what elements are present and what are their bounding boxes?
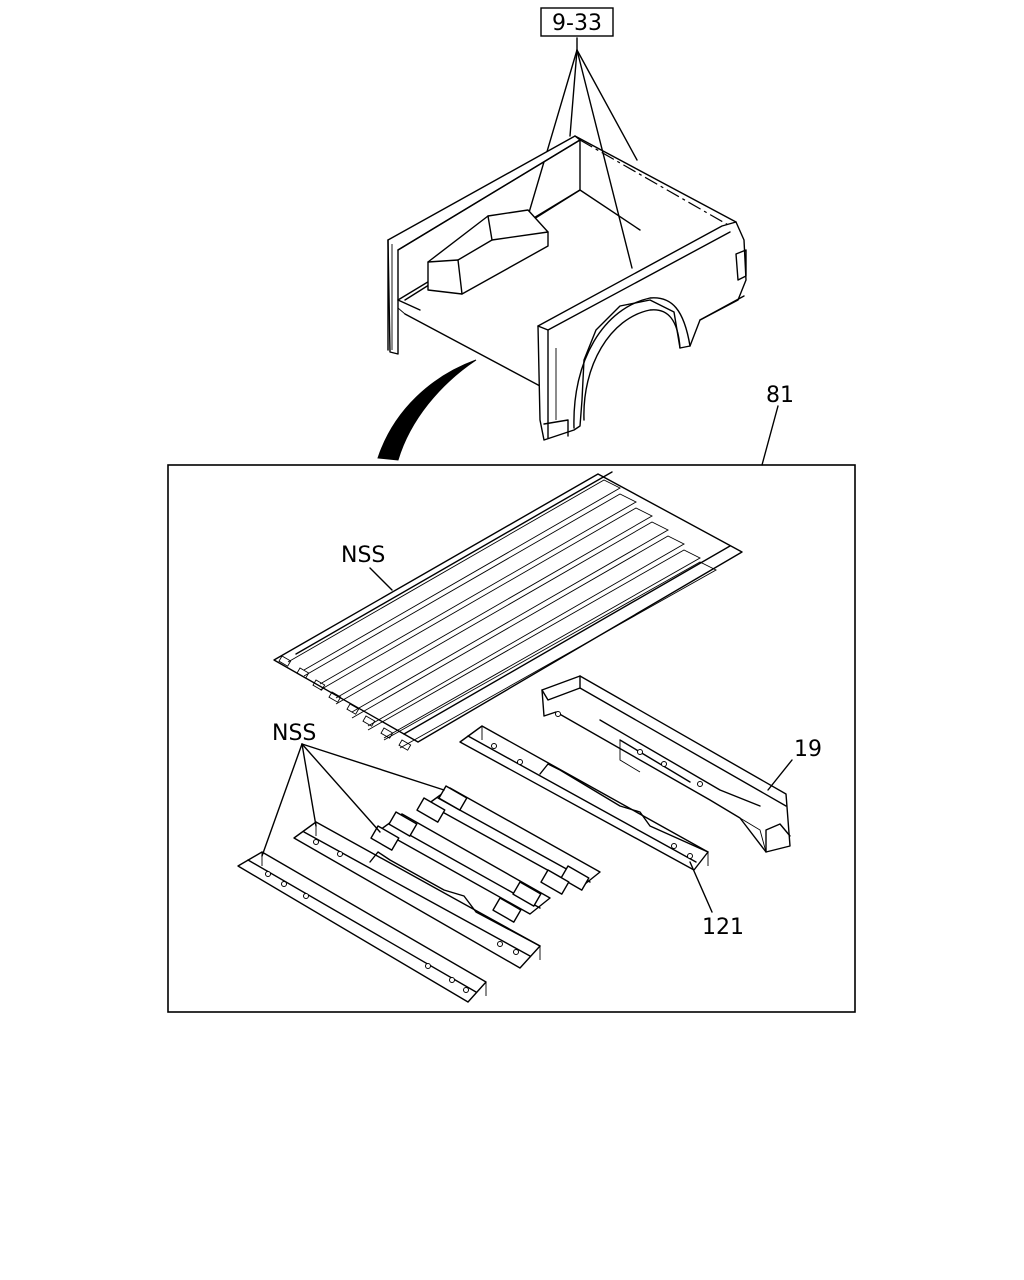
rear-crossmember-leader: [767, 759, 793, 791]
reference-leaders: [527, 37, 638, 269]
bed-floor-panel: [273, 471, 743, 751]
crossmembers-label[interactable]: NSS: [272, 721, 316, 746]
assembly-frame: [167, 464, 856, 1013]
reference-label: 9-33: [552, 11, 602, 36]
crossmember-d: [237, 851, 487, 1003]
rear-crossmember-label[interactable]: 19: [794, 737, 822, 762]
truck-bed: [387, 135, 747, 441]
front-crossmember-label[interactable]: 121: [702, 915, 744, 940]
front-crossmember: [459, 725, 709, 871]
front-crossmember-leader: [689, 861, 713, 913]
rear-crossmember: [541, 675, 791, 853]
crossmembers-leaders: [261, 743, 445, 857]
bed-floor-label[interactable]: NSS: [341, 543, 385, 568]
crossmember-a: [416, 785, 601, 895]
bed-floor-leader: [369, 567, 393, 591]
assembly-arrow: [377, 359, 477, 461]
crossmember-b: [370, 811, 551, 923]
reference-callout[interactable]: 9-33: [540, 7, 614, 37]
assembly-leader: [761, 405, 779, 466]
crossmember-c: [293, 821, 541, 969]
assembly-label[interactable]: 81: [766, 383, 794, 408]
